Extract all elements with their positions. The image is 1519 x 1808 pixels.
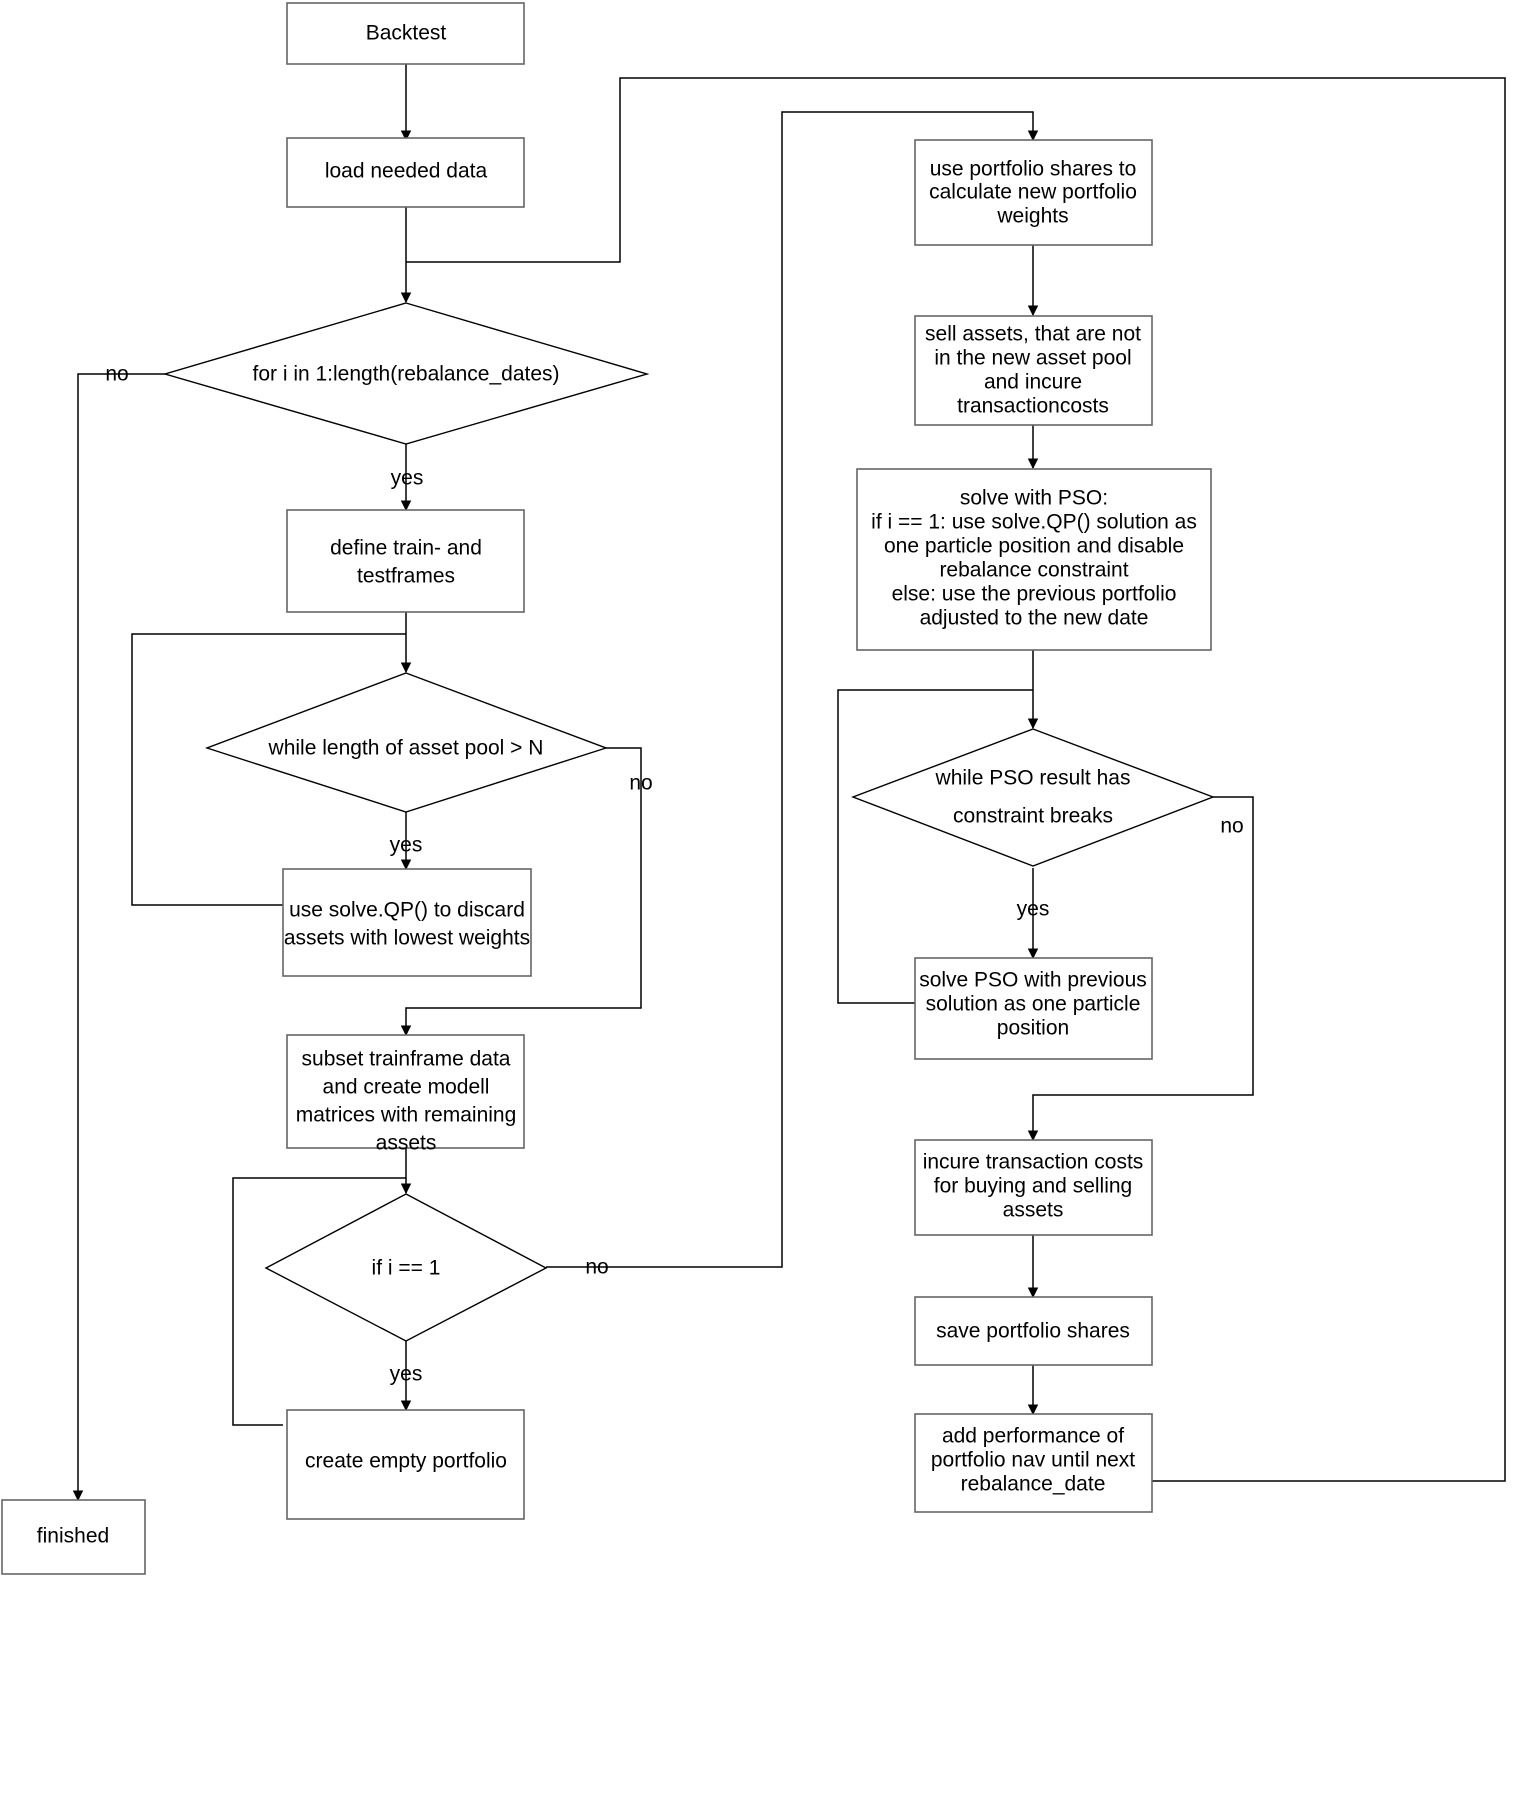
edge-label-whilebreaks-no: no <box>1220 815 1243 838</box>
edge-whilebreaks-no-to-incurecosts <box>1027 796 1254 1142</box>
node-while-asset-pool[interactable]: while length of asset pool > N <box>204 672 609 813</box>
edge-labels: no yes no yes no yes no yes <box>105 363 1243 1386</box>
node-backtest[interactable]: Backtest <box>286 2 525 65</box>
node-solve-with-pso-line-5: adjusted to the new date <box>920 607 1149 630</box>
node-solve-pso-previous-line-1: solution as one particle <box>926 993 1141 1016</box>
edge-label-forloop-yes: yes <box>391 467 424 490</box>
node-if-i-eq-1[interactable]: if i == 1 <box>264 1193 548 1342</box>
node-calc-new-weights-line-1: calculate new portfolio <box>929 181 1137 204</box>
node-solve-with-pso-line-3: rebalance constraint <box>939 559 1128 582</box>
node-solve-with-pso-line-0: solve with PSO: <box>960 487 1108 510</box>
node-solve-with-pso-line-2: one particle position and disable <box>884 535 1184 558</box>
edge-addperf-to-forloop <box>406 77 1506 1482</box>
node-load-needed-data[interactable]: load needed data <box>286 137 525 208</box>
node-solve-qp-discard-line-0: use solve.QP() to discard <box>289 899 525 922</box>
node-calc-new-weights-line-2: weights <box>996 205 1068 228</box>
node-while-pso-breaks[interactable]: while PSO result has constraint breaks <box>851 728 1215 867</box>
node-subset-trainframe-line-2: matrices with remaining <box>296 1104 517 1127</box>
node-for-loop[interactable]: for i in 1:length(rebalance_dates) <box>162 302 650 445</box>
node-incure-transaction-costs-line-1: for buying and selling <box>934 1175 1132 1198</box>
node-add-performance-line-2: rebalance_date <box>961 1473 1106 1496</box>
node-save-portfolio-shares-line-0: save portfolio shares <box>936 1320 1130 1343</box>
node-sell-assets-line-3: transactioncosts <box>957 395 1109 418</box>
node-create-empty-portfolio-line-0: create empty portfolio <box>305 1450 507 1473</box>
node-add-performance[interactable]: add performance of portfolio nav until n… <box>914 1413 1153 1513</box>
node-if-i-eq-1-line-0: if i == 1 <box>372 1257 441 1280</box>
node-sell-assets[interactable]: sell assets, that are not in the new ass… <box>914 315 1153 426</box>
node-solve-with-pso-line-4: else: use the previous portfolio <box>892 583 1177 606</box>
node-add-performance-line-1: portfolio nav until next <box>931 1449 1135 1472</box>
node-define-frames[interactable]: define train- and testframes <box>286 509 525 613</box>
edge-forloop-no-to-finished <box>72 373 165 1502</box>
node-solve-pso-previous-line-0: solve PSO with previous <box>919 969 1147 992</box>
node-load-needed-data-line-0: load needed data <box>325 160 488 183</box>
node-solve-pso-previous-line-2: position <box>997 1017 1069 1040</box>
node-solve-with-pso[interactable]: solve with PSO: if i == 1: use solve.QP(… <box>856 468 1212 651</box>
node-subset-trainframe-line-0: subset trainframe data <box>302 1048 511 1071</box>
node-solve-with-pso-line-1: if i == 1: use solve.QP() solution as <box>871 511 1197 534</box>
edge-label-whilebreaks-yes: yes <box>1017 898 1050 921</box>
node-subset-trainframe-line-1: and create modell <box>323 1076 490 1099</box>
node-create-empty-portfolio[interactable]: create empty portfolio <box>286 1409 525 1520</box>
node-save-portfolio-shares[interactable]: save portfolio shares <box>914 1296 1153 1366</box>
edge-ifi-no-to-rightcolumn <box>546 111 1039 1268</box>
node-while-pso-breaks-line-1: constraint breaks <box>953 805 1113 828</box>
node-solve-qp-discard-line-1: assets with lowest weights <box>284 927 530 950</box>
node-define-frames-line-0: define train- and <box>330 537 482 560</box>
node-backtest-line-0: Backtest <box>366 22 447 45</box>
edge-whilepool-no-to-subset <box>400 747 642 1037</box>
edge-solvepsoprev-loopback <box>837 689 1033 1004</box>
node-subset-trainframe[interactable]: subset trainframe data and create modell… <box>286 1034 525 1155</box>
node-subset-trainframe-line-3: assets <box>376 1132 437 1155</box>
node-finished[interactable]: finished <box>1 1499 146 1575</box>
edge-label-whilepool-yes: yes <box>390 834 423 857</box>
edge-label-whilepool-no: no <box>629 772 652 795</box>
node-incure-transaction-costs-line-2: assets <box>1003 1199 1064 1222</box>
edge-createempty-loopback <box>232 1177 406 1426</box>
node-solve-qp-discard[interactable]: use solve.QP() to discard assets with lo… <box>282 868 532 977</box>
edge-solveqp-loopback <box>131 633 406 906</box>
edge-label-forloop-no: no <box>105 363 128 386</box>
node-sell-assets-line-0: sell assets, that are not <box>925 323 1141 346</box>
edges <box>72 64 1506 1502</box>
node-incure-transaction-costs[interactable]: incure transaction costs for buying and … <box>914 1139 1153 1236</box>
node-calc-new-weights[interactable]: use portfolio shares to calculate new po… <box>914 139 1153 246</box>
node-define-frames-line-1: testframes <box>357 565 455 588</box>
node-incure-transaction-costs-line-0: incure transaction costs <box>923 1151 1144 1174</box>
node-sell-assets-line-2: and incure <box>984 371 1082 394</box>
node-finished-line-0: finished <box>37 1525 109 1548</box>
edge-label-ifi-yes: yes <box>390 1363 423 1386</box>
node-add-performance-line-0: add performance of <box>942 1425 1124 1448</box>
node-solve-pso-previous[interactable]: solve PSO with previous solution as one … <box>914 957 1153 1060</box>
node-sell-assets-line-1: in the new asset pool <box>934 347 1131 370</box>
edge-label-ifi-no: no <box>585 1256 608 1279</box>
node-calc-new-weights-line-0: use portfolio shares to <box>930 158 1137 181</box>
node-while-asset-pool-line-0: while length of asset pool > N <box>268 737 544 760</box>
node-for-loop-line-0: for i in 1:length(rebalance_dates) <box>252 363 559 386</box>
node-while-pso-breaks-line-0: while PSO result has <box>935 767 1131 790</box>
